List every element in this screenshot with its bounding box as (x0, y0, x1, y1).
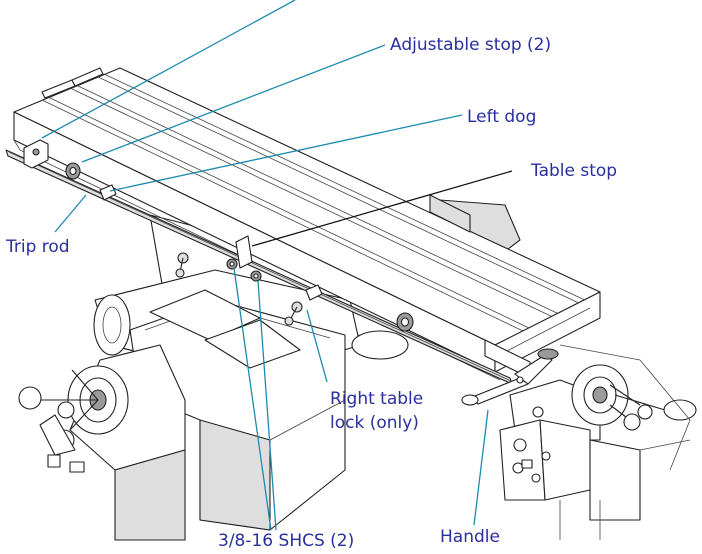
handle-leader (473, 409, 489, 526)
label-shcs: 3/8-16 SHCS (2) (218, 531, 354, 551)
trip-rod-leader (54, 194, 87, 233)
machine-illustration (5, 67, 697, 541)
label-left-dog: Left dog (467, 107, 536, 127)
leader-lines (41, 0, 513, 531)
callout-labels: Adjustable stop (2) Left dog Table stop … (5, 35, 617, 551)
right-table-lock-leader (306, 309, 328, 383)
label-trip-rod: Trip rod (5, 237, 70, 257)
label-adjustable-stop: Adjustable stop (2) (390, 35, 551, 55)
label-right-table-lock-line1: Right table (330, 389, 423, 409)
left-dog-leader (109, 114, 463, 192)
table-stop-leader (251, 170, 513, 247)
label-table-stop: Table stop (530, 161, 617, 181)
shcs-leader-1 (233, 267, 272, 531)
top-callout-leader (41, 0, 296, 139)
adjustable-stop-leader (81, 44, 386, 163)
shcs-leader-2 (257, 280, 277, 531)
label-handle: Handle (440, 527, 500, 547)
label-right-table-lock-line2: lock (only) (330, 413, 419, 433)
